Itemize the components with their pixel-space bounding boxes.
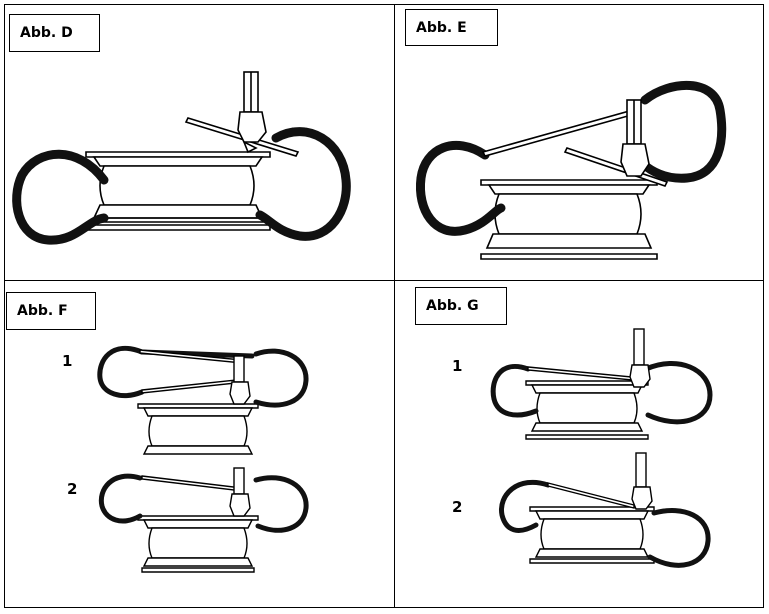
panel-g-label: Abb. G bbox=[415, 287, 507, 325]
tire-bead-icon bbox=[415, 80, 727, 236]
panel-e-illustration bbox=[415, 80, 727, 260]
figure-grid bbox=[4, 4, 764, 608]
rim-icon bbox=[137, 515, 259, 573]
tire-bead-icon bbox=[12, 127, 351, 245]
panel-g-illustration bbox=[490, 328, 713, 568]
panel-d-illustration bbox=[12, 71, 351, 245]
mounting-head-icon bbox=[620, 99, 650, 177]
rim-icon bbox=[85, 151, 271, 231]
lever-bar-icon bbox=[547, 482, 635, 509]
mounting-head-icon bbox=[629, 328, 651, 388]
lever-bar-icon bbox=[527, 366, 633, 381]
rim-icon bbox=[529, 506, 655, 564]
grid-divider-vertical bbox=[394, 5, 395, 607]
tire-bead-icon bbox=[98, 473, 309, 533]
panel-g-step-2: 2 bbox=[452, 498, 463, 516]
rim-icon bbox=[480, 179, 658, 260]
tire-bead-icon bbox=[499, 479, 711, 568]
panel-e-label: Abb. E bbox=[405, 9, 498, 46]
mounting-head-icon bbox=[237, 71, 267, 154]
lever-bar-icon bbox=[139, 349, 243, 394]
lever-bar-icon bbox=[141, 475, 243, 492]
panel-f-step-2: 2 bbox=[67, 480, 78, 498]
rim-icon bbox=[525, 380, 649, 440]
mounting-head-icon bbox=[229, 467, 251, 517]
mounting-head-icon bbox=[229, 355, 251, 405]
grid-divider-horizontal bbox=[5, 280, 763, 281]
panel-d-label: Abb. D bbox=[9, 14, 100, 52]
mounting-head-icon bbox=[631, 452, 653, 510]
panel-g-step-1: 1 bbox=[452, 357, 463, 375]
panel-f-step-1: 1 bbox=[62, 352, 73, 370]
panel-f-label: Abb. F bbox=[6, 292, 96, 330]
rim-icon bbox=[137, 403, 259, 455]
tire-bead-icon bbox=[490, 361, 713, 425]
panel-f-illustration bbox=[97, 345, 309, 573]
